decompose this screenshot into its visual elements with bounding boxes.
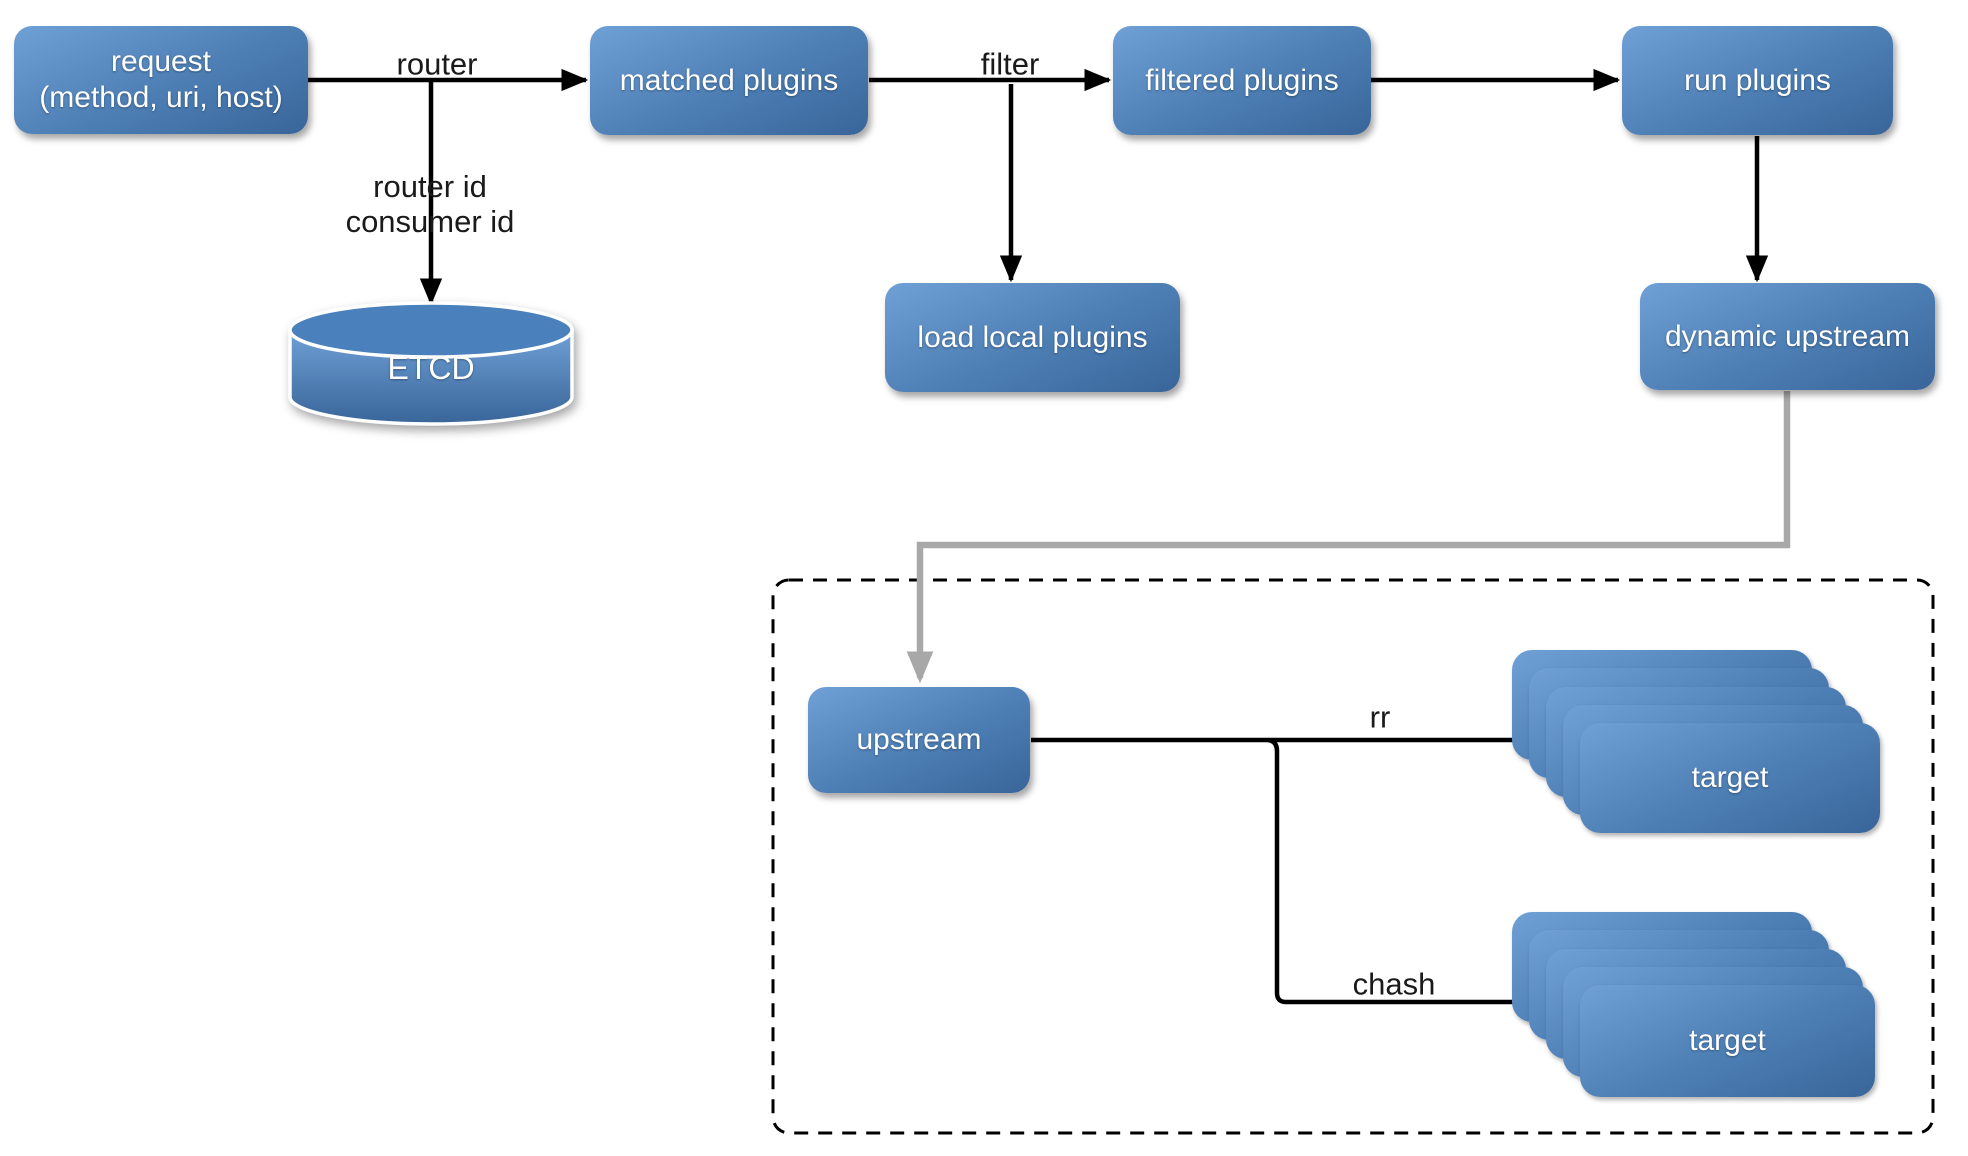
node-load-local-plugins-label: load local plugins <box>917 320 1148 354</box>
node-upstream-label: upstream <box>856 723 982 756</box>
target-stack-rr: target <box>1512 650 1880 833</box>
etcd-cylinder-top <box>288 301 574 359</box>
node-filtered-plugins-label: filtered plugins <box>1145 63 1339 97</box>
node-load-local-plugins: load local plugins <box>885 283 1180 392</box>
node-request-label: request (method, uri, host) <box>39 45 283 114</box>
node-run-plugins: run plugins <box>1622 26 1893 135</box>
etcd-cylinder-shape <box>288 301 574 426</box>
node-filtered-plugins: filtered plugins <box>1113 26 1371 135</box>
node-run-plugins-label: run plugins <box>1684 63 1831 97</box>
edge-label-chash: chash <box>1352 966 1436 1002</box>
upstream-group-dashed-border <box>771 578 1935 1135</box>
node-dynamic-upstream: dynamic upstream <box>1640 283 1935 390</box>
node-matched-plugins: matched plugins <box>590 26 868 135</box>
etcd-database-cylinder: ETCD <box>287 298 575 430</box>
edge-label-rr: rr <box>1369 699 1391 735</box>
node-matched-plugins-label: matched plugins <box>619 63 839 97</box>
target-card-front: target <box>1580 723 1880 833</box>
node-upstream: upstream <box>808 687 1030 793</box>
edge-label-router-consumer-id: router id consumer id <box>345 169 515 239</box>
target-stack-chash: target <box>1512 912 1878 1097</box>
target-card-front: target <box>1580 985 1875 1097</box>
edge-dynamic-upstream-to-upstream <box>906 391 1791 684</box>
target-rr-label: target <box>1691 761 1769 794</box>
edge-label-filter: filter <box>980 46 1040 82</box>
node-request: request (method, uri, host) <box>14 26 308 134</box>
target-chash-label: target <box>1689 1024 1766 1057</box>
edge-upstream-chash-to-target <box>1267 737 1547 1014</box>
edge-label-router: router <box>396 46 478 82</box>
etcd-label: ETCD <box>387 350 475 386</box>
node-dynamic-upstream-label: dynamic upstream <box>1664 319 1911 353</box>
